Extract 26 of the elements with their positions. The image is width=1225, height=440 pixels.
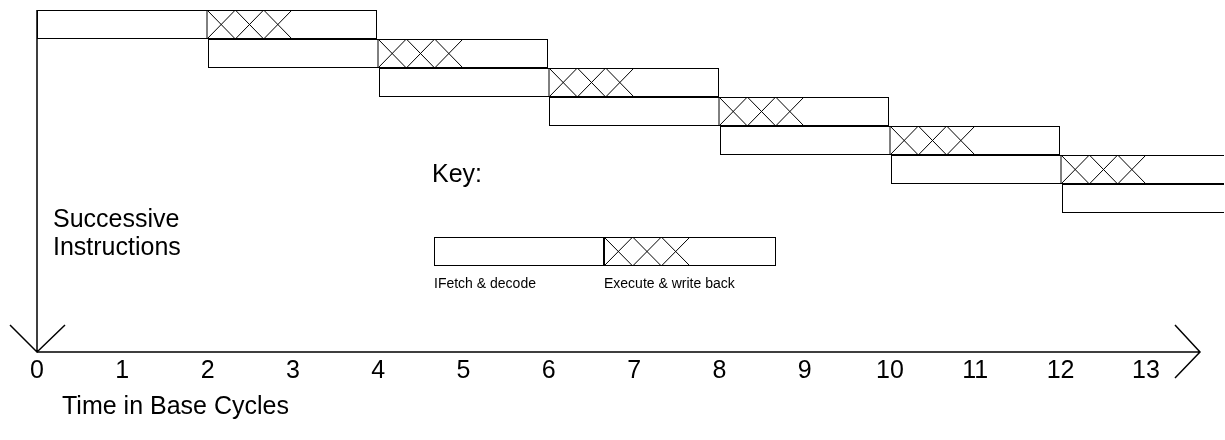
tick-label: 2 <box>199 356 216 384</box>
instruction-bar <box>378 68 719 97</box>
key-heading: Key: <box>432 160 483 188</box>
tick-label: 7 <box>626 356 643 384</box>
tick-label: 13 <box>1131 356 1161 384</box>
instruction-bar <box>891 155 1224 184</box>
instruction-bar <box>720 126 1061 155</box>
tick-label: 3 <box>284 356 301 384</box>
legend-label: IFetch & decode <box>434 276 536 292</box>
tick-label: 11 <box>961 356 990 384</box>
tick-label: 0 <box>29 356 45 384</box>
instruction-bar <box>549 97 890 126</box>
axis-title: Time in Base Cycles <box>62 392 289 420</box>
tick-label: 12 <box>1045 356 1076 384</box>
axis-title: Successive Instructions <box>53 205 182 260</box>
tick-label: 10 <box>875 356 905 384</box>
legend-label: Execute & write back <box>604 276 735 292</box>
instruction-bar <box>1061 184 1224 213</box>
tick-label: 4 <box>370 356 387 384</box>
instruction-bar <box>37 10 377 39</box>
tick-label: 5 <box>455 356 472 384</box>
tick-label: 6 <box>540 356 557 384</box>
tick-label: 9 <box>796 356 813 384</box>
tick-label: 1 <box>114 356 131 384</box>
tick-label: 8 <box>711 356 728 384</box>
instruction-bar <box>207 39 548 68</box>
